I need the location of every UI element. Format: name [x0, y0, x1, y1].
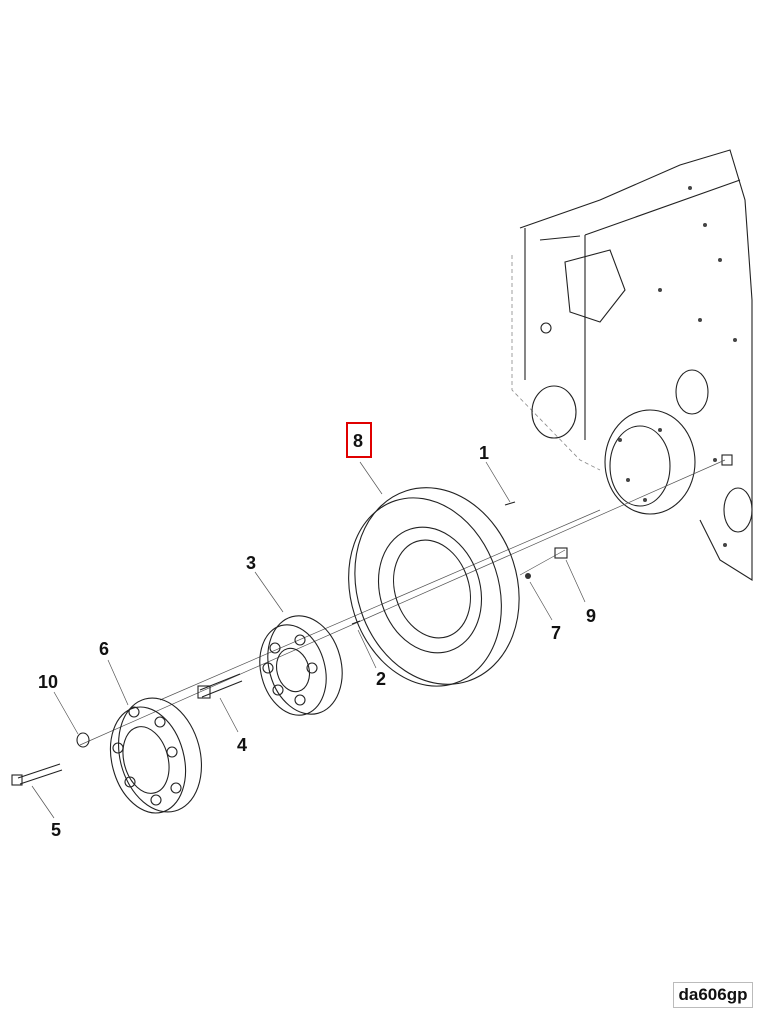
part-9-sensor — [554, 547, 568, 559]
callout-9[interactable]: 9 — [586, 606, 596, 626]
callout-1[interactable]: 1 — [479, 443, 489, 463]
part-1-pin — [504, 501, 516, 506]
callout-8[interactable]: 8 — [353, 431, 363, 451]
callout-5[interactable]: 5 — [51, 820, 61, 840]
part-4-bolt — [197, 673, 243, 699]
engine-housing — [511, 149, 753, 581]
part-2-pin — [351, 620, 361, 625]
part-10-washer — [76, 732, 90, 748]
drawing-code: da606gp — [673, 982, 753, 1008]
part-7-nut — [525, 573, 531, 579]
part-8-flywheel — [348, 487, 520, 687]
callout-3[interactable]: 3 — [246, 553, 256, 573]
callout-6[interactable]: 6 — [99, 639, 109, 659]
callout-10[interactable]: 10 — [38, 672, 58, 692]
part-3-hub — [259, 615, 343, 716]
part-6-ring — [109, 697, 203, 814]
callout-4[interactable]: 4 — [237, 735, 247, 755]
callout-2[interactable]: 2 — [376, 669, 386, 689]
callout-7[interactable]: 7 — [551, 623, 561, 643]
callout-8-highlight-box — [346, 422, 372, 458]
part-5-bolt — [11, 763, 63, 786]
leader-lines — [31, 461, 586, 819]
